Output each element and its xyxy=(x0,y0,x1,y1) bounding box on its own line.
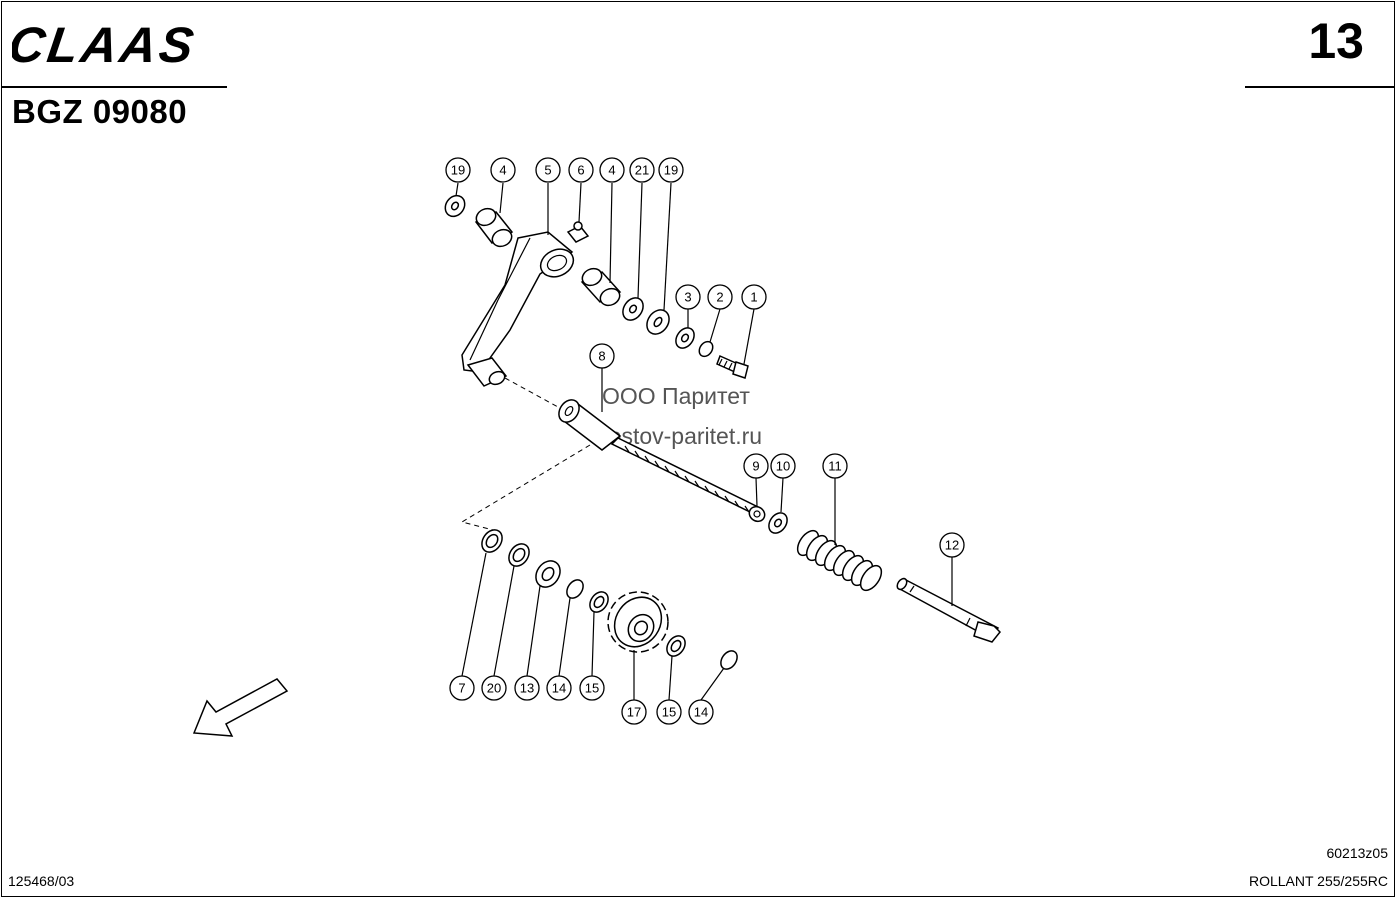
svg-text:15: 15 xyxy=(662,705,676,720)
svg-text:8: 8 xyxy=(598,349,605,364)
compression-spring-11 xyxy=(796,529,883,592)
svg-text:1: 1 xyxy=(750,290,757,305)
svg-text:10: 10 xyxy=(776,459,790,474)
callout-4: 4 xyxy=(490,157,516,183)
callout-3: 3 xyxy=(675,284,701,310)
header-rule-left xyxy=(2,86,227,88)
claas-logo: CLAAS xyxy=(5,17,237,73)
lock-washer-2 xyxy=(698,340,714,358)
callout-8: 8 xyxy=(589,343,615,369)
callout-5: 5 xyxy=(535,157,561,183)
arrow-down-left-icon xyxy=(192,678,289,737)
svg-text:5: 5 xyxy=(544,163,551,178)
callout-1: 1 xyxy=(741,284,767,310)
svg-text:19: 19 xyxy=(451,163,465,178)
circlip-14 xyxy=(566,579,584,599)
watermark-url: rostov-paritet.ru xyxy=(601,423,763,449)
svg-text:4: 4 xyxy=(608,163,615,178)
callout-21: 21 xyxy=(629,157,655,183)
svg-text:6: 6 xyxy=(577,163,584,178)
nut-9 xyxy=(748,505,766,523)
group-code: BGZ 09080 xyxy=(12,93,188,130)
svg-text:2: 2 xyxy=(716,290,723,305)
callout-12: 12 xyxy=(939,532,965,558)
circlip-14 xyxy=(720,650,738,670)
page-number: 13 xyxy=(1308,13,1364,69)
brand-text: CLAAS xyxy=(12,22,200,68)
grease-nipple-6 xyxy=(566,221,590,243)
svg-text:14: 14 xyxy=(694,705,708,720)
svg-text:11: 11 xyxy=(828,459,842,474)
shaft-12 xyxy=(896,577,1002,643)
lever-arm-5 xyxy=(461,231,575,387)
svg-text:3: 3 xyxy=(684,290,691,305)
watermark-company: ООО Паритет xyxy=(602,383,750,409)
svg-text:14: 14 xyxy=(552,681,566,696)
assembly-axis-line xyxy=(460,444,591,531)
callout-15: 15 xyxy=(579,675,605,701)
callout-6: 6 xyxy=(568,157,594,183)
callout-9: 9 xyxy=(743,453,769,479)
tension-rod-8 xyxy=(558,399,762,515)
svg-text:21: 21 xyxy=(635,163,649,178)
callout-4: 4 xyxy=(599,157,625,183)
svg-text:12: 12 xyxy=(945,538,959,553)
document-number: 125468/03 xyxy=(8,873,75,889)
svg-text:15: 15 xyxy=(585,681,599,696)
svg-text:4: 4 xyxy=(499,163,506,178)
svg-text:13: 13 xyxy=(520,681,534,696)
callout-15: 15 xyxy=(656,699,682,725)
svg-text:17: 17 xyxy=(627,705,641,720)
callout-17: 17 xyxy=(621,699,647,725)
callout-14: 14 xyxy=(688,699,714,725)
callout-2: 2 xyxy=(707,284,733,310)
bearing-13 xyxy=(535,560,561,588)
sprocket-17 xyxy=(607,591,669,653)
callout-7: 7 xyxy=(449,675,475,701)
callout-14: 14 xyxy=(546,675,572,701)
machine-model: ROLLANT 255/255RC xyxy=(1248,873,1388,889)
bushing-4 xyxy=(474,207,514,248)
header-rule-right xyxy=(1245,86,1395,88)
callout-19: 19 xyxy=(445,157,471,183)
svg-text:7: 7 xyxy=(458,681,465,696)
svg-text:19: 19 xyxy=(664,163,678,178)
bushing-4 xyxy=(580,267,622,307)
callout-11: 11 xyxy=(822,453,848,479)
callout-19: 19 xyxy=(658,157,684,183)
callout-13: 13 xyxy=(514,675,540,701)
callout-10: 10 xyxy=(770,453,796,479)
svg-text:20: 20 xyxy=(487,681,501,696)
bolt-1 xyxy=(716,354,749,379)
callout-20: 20 xyxy=(481,675,507,701)
drawing-code: 60213z05 xyxy=(1326,845,1388,861)
svg-text:9: 9 xyxy=(752,459,759,474)
